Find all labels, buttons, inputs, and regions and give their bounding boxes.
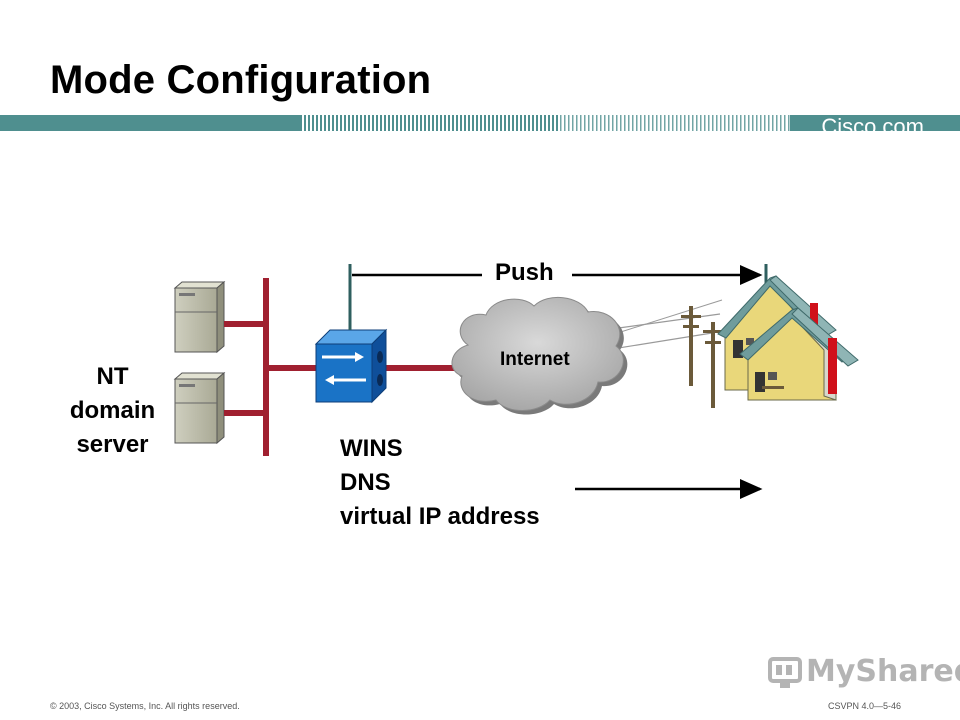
utility-pole-icon — [681, 306, 723, 408]
internet-label: Internet — [500, 349, 570, 370]
server-icon — [173, 280, 226, 354]
copyright-notice: © 2003, Cisco Systems, Inc. All rights r… — [50, 701, 240, 711]
lan-bus — [224, 278, 458, 456]
server-label: NT domain server — [55, 360, 170, 462]
internet-cloud-icon — [451, 296, 628, 415]
vpn-concentrator-icon — [314, 328, 388, 404]
header-band — [0, 115, 960, 131]
push-label: Push — [495, 259, 554, 286]
server-label-line: server — [76, 431, 149, 458]
server-label-line: domain — [69, 397, 156, 424]
cisco-logo: Cisco.com — [821, 114, 924, 139]
server-label-line: NT — [96, 363, 129, 390]
slide-title: Mode Configuration — [50, 58, 432, 102]
pushed-attributes-list: WINS DNS virtual IP address — [340, 432, 540, 534]
pushed-item: DNS — [340, 469, 391, 496]
server-icon — [173, 371, 226, 445]
home-office-icon — [717, 275, 859, 401]
watermark-icon — [768, 657, 802, 688]
pushed-item: virtual IP address — [340, 503, 540, 530]
watermark: MyShared — [806, 654, 960, 689]
course-code: CSVPN 4.0—5-46 — [828, 701, 902, 711]
pushed-item: WINS — [340, 435, 403, 462]
